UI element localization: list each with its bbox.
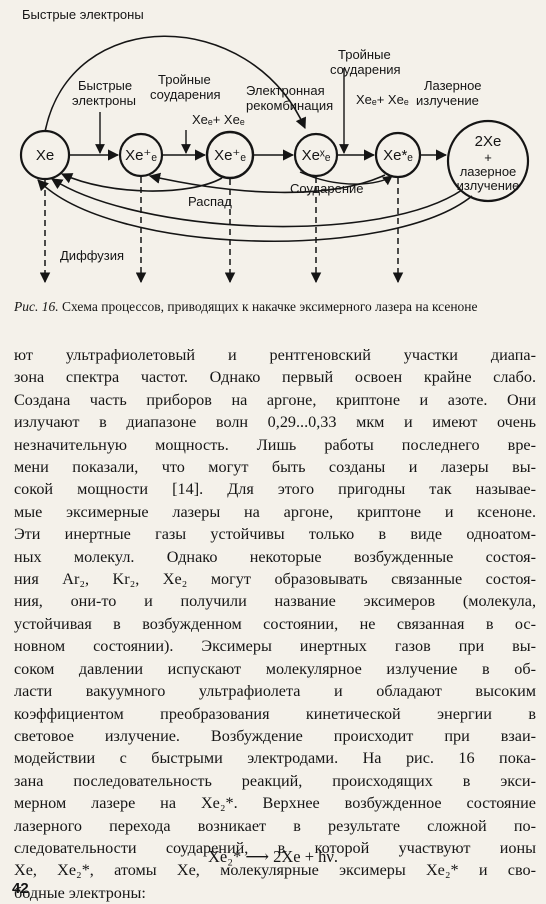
label-xe-xe-1: Xeₑ+ Xeₑ: [192, 112, 245, 127]
text-line: ния Ar₂, Kr₂, Xe₂ могут образовывать свя…: [14, 570, 536, 589]
svg-text:Xe⁺ₑ: Xe⁺ₑ: [214, 147, 246, 164]
caption-label: Рис. 16.: [14, 299, 59, 314]
svg-text:2Xe: 2Xe: [475, 133, 502, 150]
text-line: ных молекул. Однако некоторые возбужденн…: [14, 547, 536, 566]
body-paragraph: ют ультрафиолетовый и рентгеновский учас…: [14, 344, 536, 904]
text-line: коэффициентом преобразования кинетическо…: [14, 704, 536, 723]
svg-text:Xe*ₑ: Xe*ₑ: [383, 147, 413, 164]
arrow-collision-right: [299, 171, 393, 186]
text-line: незначительную мощность. Лишь работы пос…: [14, 435, 536, 454]
svg-text:излучение: излучение: [416, 93, 479, 108]
label-xe-xe-2: Xeₑ+ Xeₑ: [356, 92, 409, 107]
node-xe-ion-2: Xe⁺ₑ: [205, 130, 255, 180]
svg-text:соударения: соударения: [150, 87, 221, 102]
text-line: зана последовательность реакций, происхо…: [14, 771, 536, 790]
node-xe: Xe: [19, 129, 71, 181]
text-line: мерном лазере на Xe₂*. Верхнее возбужден…: [14, 794, 536, 813]
text-line: модействии с быстрыми электродами. На ри…: [14, 749, 536, 768]
label-fast-electrons-top: Быстрые электроны: [22, 7, 144, 22]
svg-text:соударения: соударения: [330, 62, 401, 77]
text-line: ния, они-то и получили название эксимеро…: [14, 592, 536, 611]
text-line: зона спектра частот. Однако первый освое…: [14, 368, 536, 387]
svg-text:рекомбинация: рекомбинация: [246, 98, 333, 113]
label-triple-collisions-1: Тройные: [158, 72, 211, 87]
label-decay: Распад: [188, 194, 232, 209]
node-2xe-laser: 2Xe + лазерное излучение: [446, 119, 530, 203]
process-diagram: Быстрые электроны Xe Xe⁺ₑ Xe⁺ₑ Xeˣₑ Xe*ₑ…: [19, 7, 530, 284]
svg-text:Xe: Xe: [36, 147, 54, 164]
label-recombination: Электронная: [246, 83, 325, 98]
text-line: бодные электроны:: [14, 883, 146, 902]
label-laser-radiation: Лазерное: [424, 78, 482, 93]
node-xe-x: Xeˣₑ: [293, 132, 339, 178]
text-line: ласти вакуумного ультрафиолета и обладаю…: [14, 682, 536, 701]
arrow-collision-return: [148, 172, 386, 194]
text-line: Xe, Xe₂*, атомы Xe, молекулярные эксимер…: [14, 861, 536, 880]
text-line: излучают в диапазоне волн 0,29...0,33 мк…: [14, 413, 536, 432]
svg-text:Xe⁺ₑ: Xe⁺ₑ: [125, 147, 157, 164]
arrow-top-arc: [44, 35, 306, 133]
text-line: лазерного перехода возникает в результат…: [14, 816, 536, 835]
svg-text:лазерное: лазерное: [460, 164, 517, 179]
caption-text: Схема процессов, приводящих к накачке эк…: [62, 299, 478, 314]
text-line: устойчивая в возбужденном состоянии, не …: [14, 614, 536, 633]
arrow-decay-return: [60, 173, 223, 192]
svg-text:Xeˣₑ: Xeˣₑ: [302, 147, 331, 164]
figure-caption: Рис. 16. Схема процессов, приводящих к н…: [14, 298, 534, 315]
node-xe-excited: Xe*ₑ: [374, 131, 422, 179]
label-fast-electrons: Быстрые: [78, 78, 132, 93]
node-xe-ion: Xe⁺ₑ: [118, 132, 164, 178]
page-number: 42: [12, 880, 29, 897]
text-line: световое излучение. Возбуждение происход…: [14, 726, 536, 745]
arrow-outer-return: [37, 179, 473, 242]
text-line: ют ультрафиолетовый и рентгеновский учас…: [14, 346, 536, 364]
label-collision: Соударение: [290, 181, 364, 196]
svg-text:электроны: электроны: [72, 93, 136, 108]
label-triple-collisions-2: Тройные: [338, 47, 391, 62]
text-line: соком давлении испускают молекулярное из…: [14, 659, 536, 678]
text-line: Эти инертные газы устойчивы только в вид…: [14, 525, 536, 544]
formula: Xe₂* ⟶ 2Xe + hν.: [207, 847, 339, 866]
text-line: сокой мощности [14]. Для этого пригодны …: [14, 480, 536, 499]
arrow-laser-return: [51, 178, 463, 228]
svg-text:излучение: излучение: [457, 178, 520, 193]
text-line: новном состоянии). Эксимеры инертных газ…: [14, 637, 536, 656]
svg-text:+: +: [484, 150, 492, 165]
text-line: мые эксимерные лазеры на аргоне, криптон…: [14, 502, 536, 521]
text-line: следовательности соударений, в которой у…: [14, 838, 536, 857]
label-diffusion: Диффузия: [60, 248, 124, 263]
text-line: Создана часть приборов на аргоне, крипто…: [14, 390, 536, 409]
text-line: мени показали, что могут быть созданы и …: [14, 458, 536, 477]
